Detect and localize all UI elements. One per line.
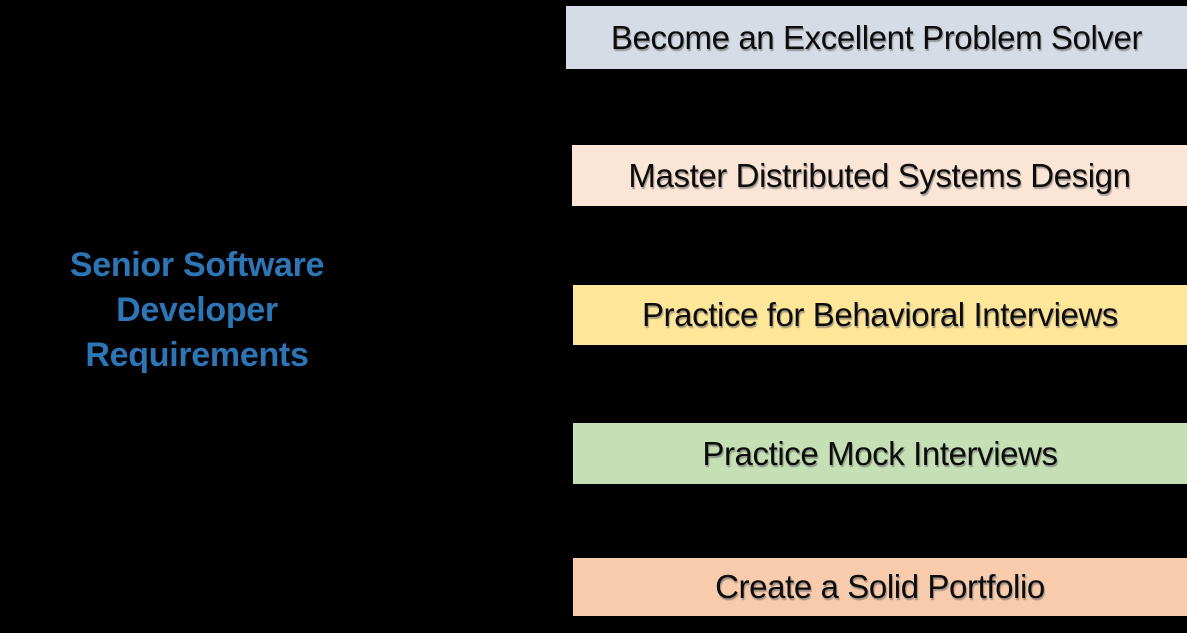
- requirement-label: Practice Mock Interviews: [702, 434, 1058, 472]
- requirement-label: Master Distributed Systems Design: [628, 156, 1131, 194]
- requirement-box-solid-portfolio: Create a Solid Portfolio: [573, 558, 1187, 616]
- requirement-label: Create a Solid Portfolio: [715, 568, 1045, 605]
- requirement-label: Practice for Behavioral Interviews: [641, 296, 1119, 333]
- requirement-box-mock-interviews: Practice Mock Interviews: [573, 423, 1187, 484]
- diagram-title-line-1: Senior Software: [69, 246, 325, 284]
- requirement-box-behavioral-interviews: Practice for Behavioral Interviews: [573, 285, 1187, 345]
- requirement-box-problem-solver: Become an Excellent Problem Solver: [566, 6, 1187, 69]
- diagram-title: Senior Software Developer Requirements: [37, 243, 357, 378]
- requirement-box-distributed-systems: Master Distributed Systems Design: [572, 145, 1187, 206]
- requirement-label: Become an Excellent Problem Solver: [610, 18, 1143, 56]
- diagram-title-line-3: Requirements: [85, 336, 309, 374]
- diagram-title-line-2: Developer: [116, 291, 278, 329]
